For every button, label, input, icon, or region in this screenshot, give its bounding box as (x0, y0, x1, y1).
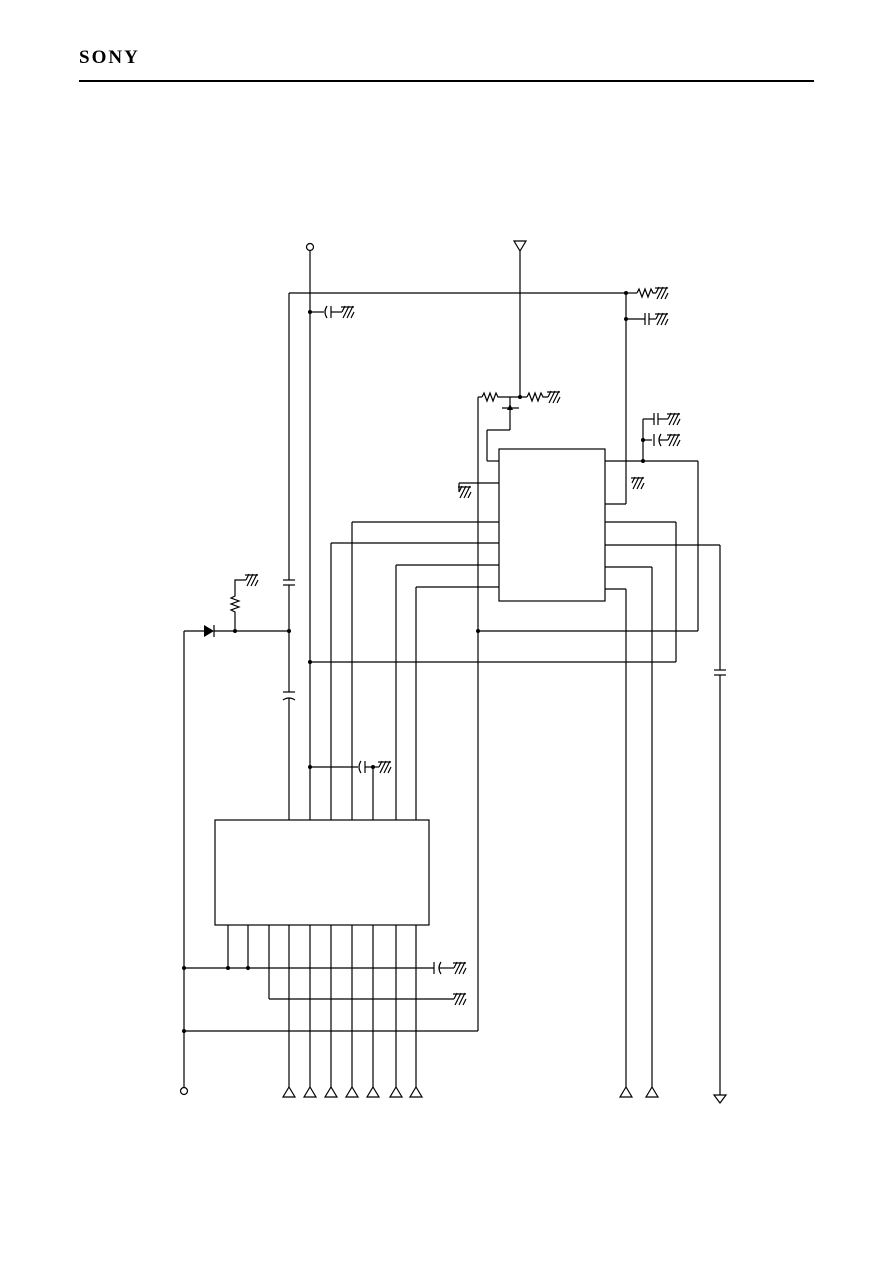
left-capacitors (282, 579, 296, 820)
sony-logo: SONY (79, 47, 140, 68)
upper-ic-left-pins (331, 482, 499, 588)
left-output-terminal (179, 1086, 189, 1096)
antenna-terminal (512, 240, 528, 397)
lower-ic-block (214, 819, 430, 926)
coupling-capacitor-right (712, 669, 728, 1104)
transistor-stage (477, 390, 561, 1031)
capacitor-top-right (644, 312, 669, 326)
diode-section (183, 573, 289, 1087)
upper-ic-supply-caps (641, 412, 681, 463)
upper-ic-right-pins (310, 460, 721, 1087)
bottom-terminals (281, 1085, 660, 1098)
lower-ic-bottom-pins (184, 925, 478, 1087)
vcc-terminal-top (305, 242, 315, 820)
upper-ic-block (498, 448, 606, 602)
resistor-top-right (636, 286, 669, 300)
top-rail-wires (288, 292, 645, 580)
lower-ic-top-pins (308, 522, 417, 820)
header-rule (79, 80, 814, 82)
capacitor-vcc-decoupling (310, 305, 355, 319)
